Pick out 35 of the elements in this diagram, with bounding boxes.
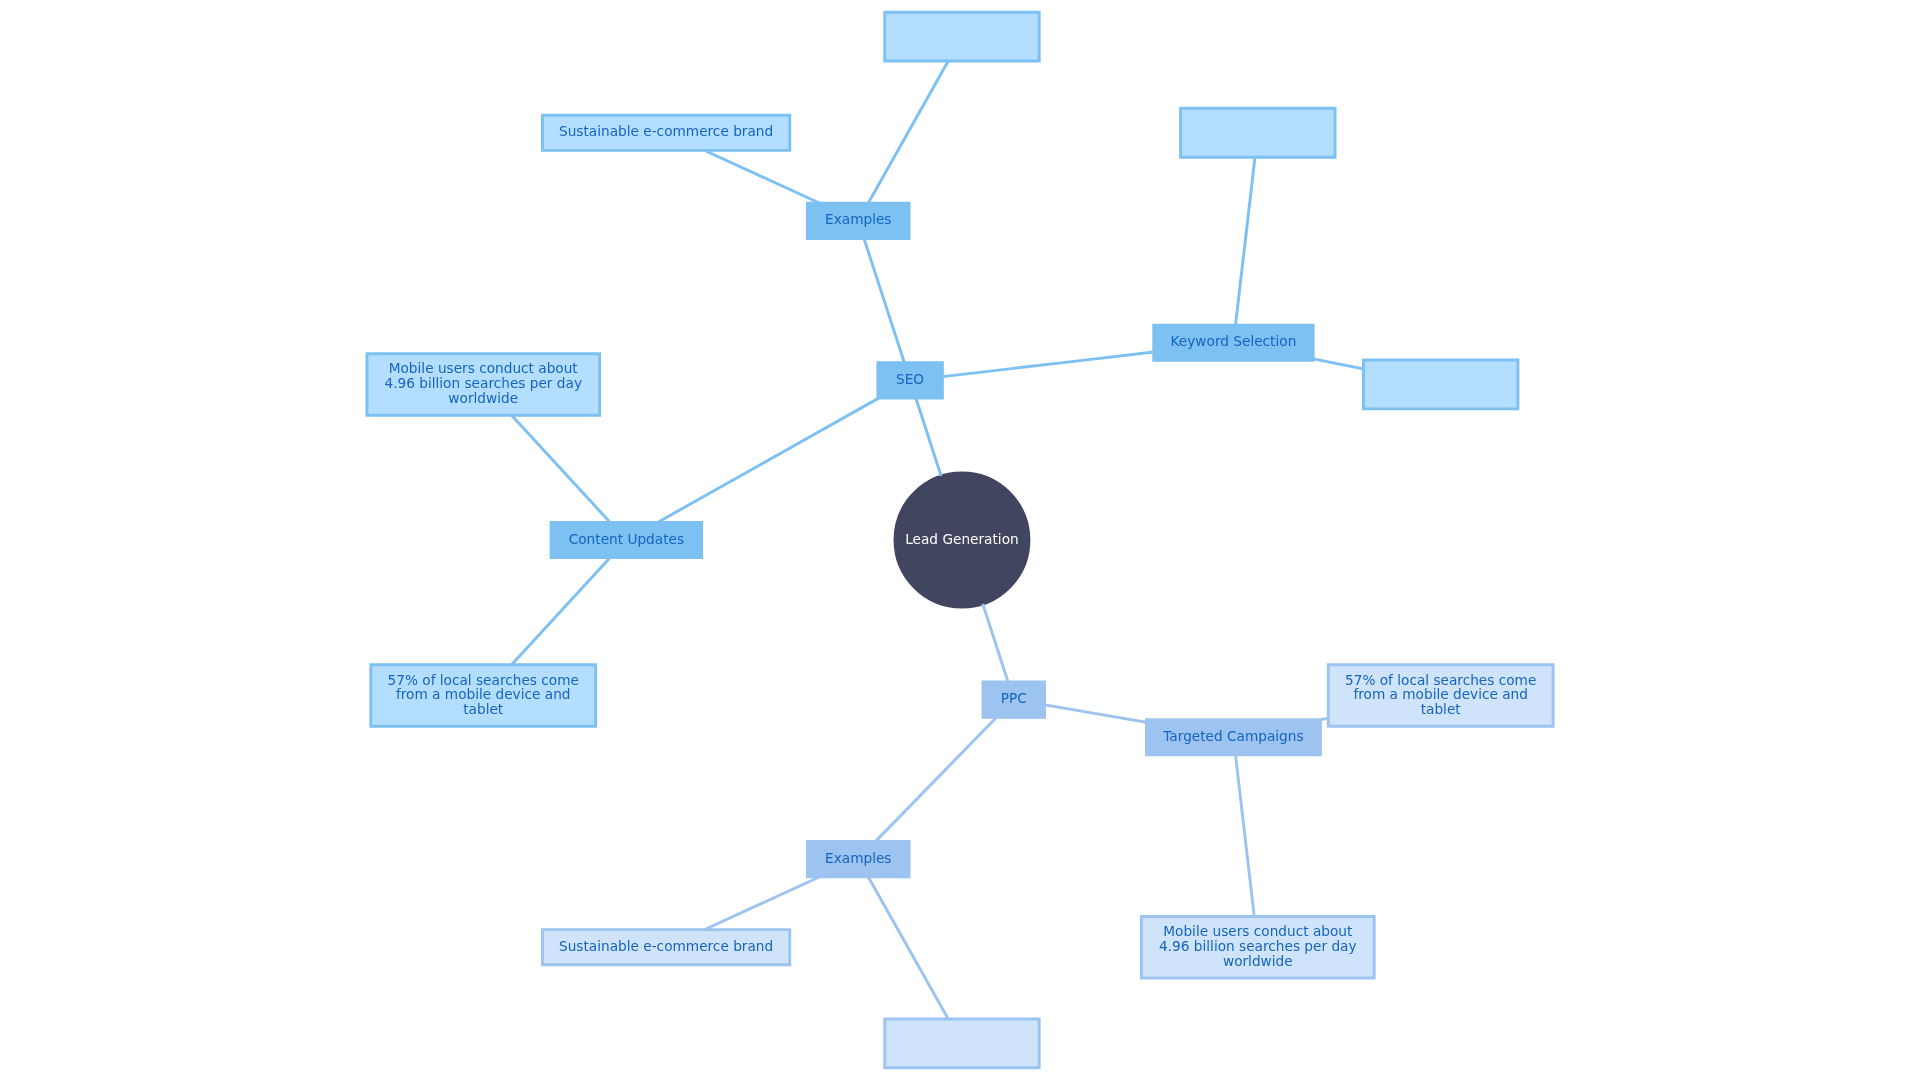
node-box: Examples (805, 201, 911, 240)
node-box: Mobile users conduct about 4.96 billion searches per day worldwide (365, 352, 601, 417)
node-box: Keyword Selection (1152, 323, 1315, 362)
node-box (883, 10, 1041, 63)
connector (1234, 755, 1256, 917)
node-box: Sustainable e-commerce brand (540, 928, 792, 967)
node-box (1362, 358, 1520, 411)
node-box (883, 1017, 1041, 1070)
connector (657, 396, 880, 524)
node-box: Mobile users conduct about 4.96 billion searches per day worldwide (1140, 914, 1376, 980)
node-box: Sustainable e-commerce brand (540, 113, 792, 152)
node-box: Examples (805, 840, 911, 879)
node-box: 57% of local searches come from a mobile device and tablet (369, 663, 598, 728)
connector (704, 875, 821, 931)
connector (1313, 357, 1364, 371)
node-box (1179, 106, 1337, 159)
connector (510, 556, 612, 666)
connector (1044, 703, 1147, 724)
connector (874, 716, 998, 843)
connector (866, 60, 950, 204)
node-box: PPC (981, 680, 1047, 719)
node-box: 57% of local searches come from a mobile device and tablet (1326, 663, 1555, 728)
connector (914, 397, 943, 477)
connector (704, 149, 821, 205)
node-box: SEO (876, 361, 944, 400)
node-circle: Lead Generation (893, 471, 1031, 609)
connector (1234, 157, 1257, 326)
connector (866, 876, 950, 1020)
connector (862, 238, 906, 364)
node-box: Content Updates (549, 520, 704, 560)
connector (1320, 716, 1329, 722)
connector (510, 414, 612, 524)
node-box: Targeted Campaigns (1145, 718, 1322, 757)
connector (981, 603, 1010, 683)
connector (942, 350, 1154, 379)
